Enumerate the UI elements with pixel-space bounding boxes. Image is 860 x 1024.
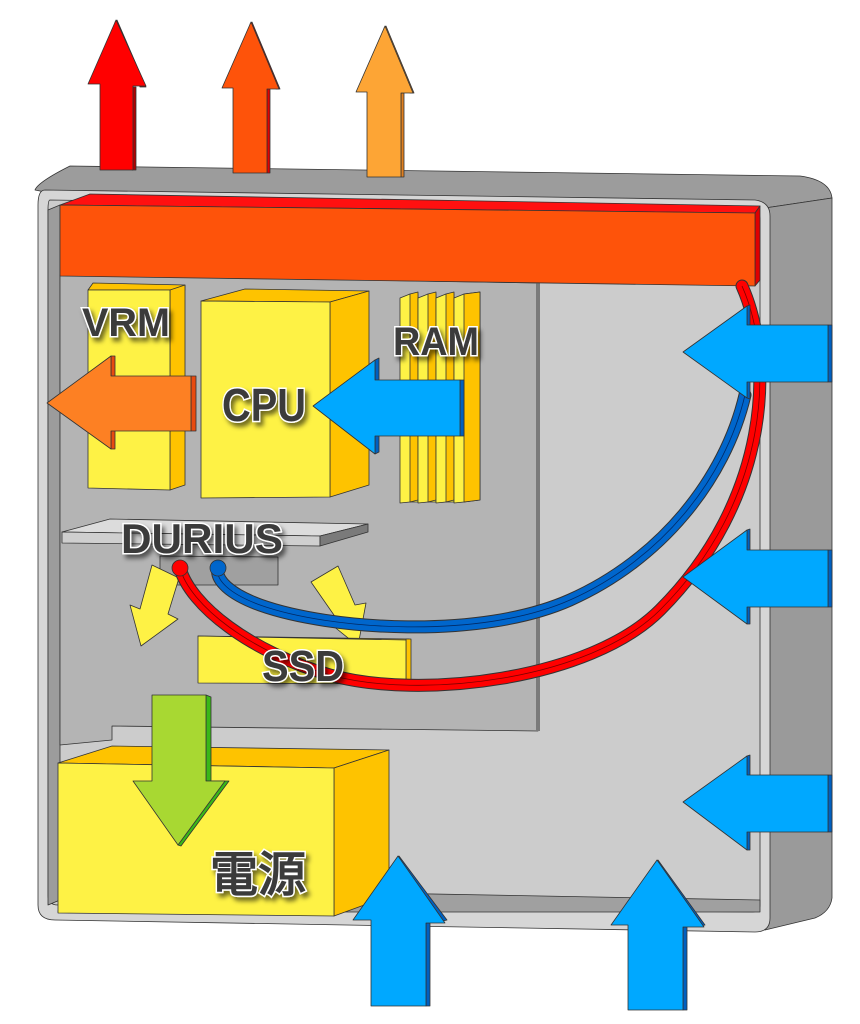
- tube-cold-fitting: [209, 559, 227, 577]
- arrow-pump-exhaust-left: [129, 564, 180, 647]
- arrow-up-icon: [87, 19, 147, 171]
- tube-hot-fitting: [171, 559, 189, 577]
- radiator-front-face: [59, 204, 756, 287]
- arrow-left-icon: [682, 529, 829, 625]
- arrow-up-icon: [355, 25, 414, 178]
- radiator-right-face: [754, 205, 761, 287]
- arrow-intake-bottom-left: [352, 855, 448, 1007]
- arrow-psu-intake: [132, 694, 230, 847]
- arrow-left-icon: [682, 305, 829, 399]
- arrow-intake-front-top: [682, 304, 833, 400]
- arrow-up-icon: [352, 855, 446, 1007]
- cpu-label: CPU: [222, 379, 306, 431]
- motherboard-edge: [536, 283, 540, 731]
- arrow-left-icon: [312, 359, 461, 455]
- ssd-label: SSD: [262, 642, 344, 691]
- cpu-face: [200, 300, 331, 499]
- radiator: [59, 193, 761, 287]
- psu-label: 電源: [210, 847, 306, 903]
- psu-face: [57, 762, 335, 917]
- cooler-label: DURIUS: [121, 515, 283, 562]
- arrow-ram-to-cpu: [312, 357, 465, 455]
- arrow-left-icon: [46, 355, 192, 450]
- psu: 電源: [57, 745, 390, 917]
- arrow-exhaust-top-left: [87, 19, 147, 171]
- arrow-left-icon: [682, 755, 829, 851]
- arrow-intake-front-bottom: [682, 754, 833, 851]
- ram-stick: [453, 291, 481, 504]
- arrow-up-icon: [221, 21, 280, 174]
- ram-label: RAM: [393, 320, 479, 364]
- arrow-intake-front-middle: [682, 528, 833, 625]
- arrow-down-icon: [132, 694, 226, 846]
- coolant-tubes: [171, 279, 767, 692]
- vrm-label: VRM: [82, 301, 170, 345]
- arrow-cpu-to-vrm: [46, 355, 197, 450]
- arrow-exhaust-top-center: [221, 21, 281, 174]
- arrow-up-icon: [610, 859, 705, 1011]
- arrow-down-left-icon: [129, 564, 180, 647]
- arrow-exhaust-top-right: [355, 25, 415, 178]
- arrow-intake-bottom-right: [610, 859, 706, 1011]
